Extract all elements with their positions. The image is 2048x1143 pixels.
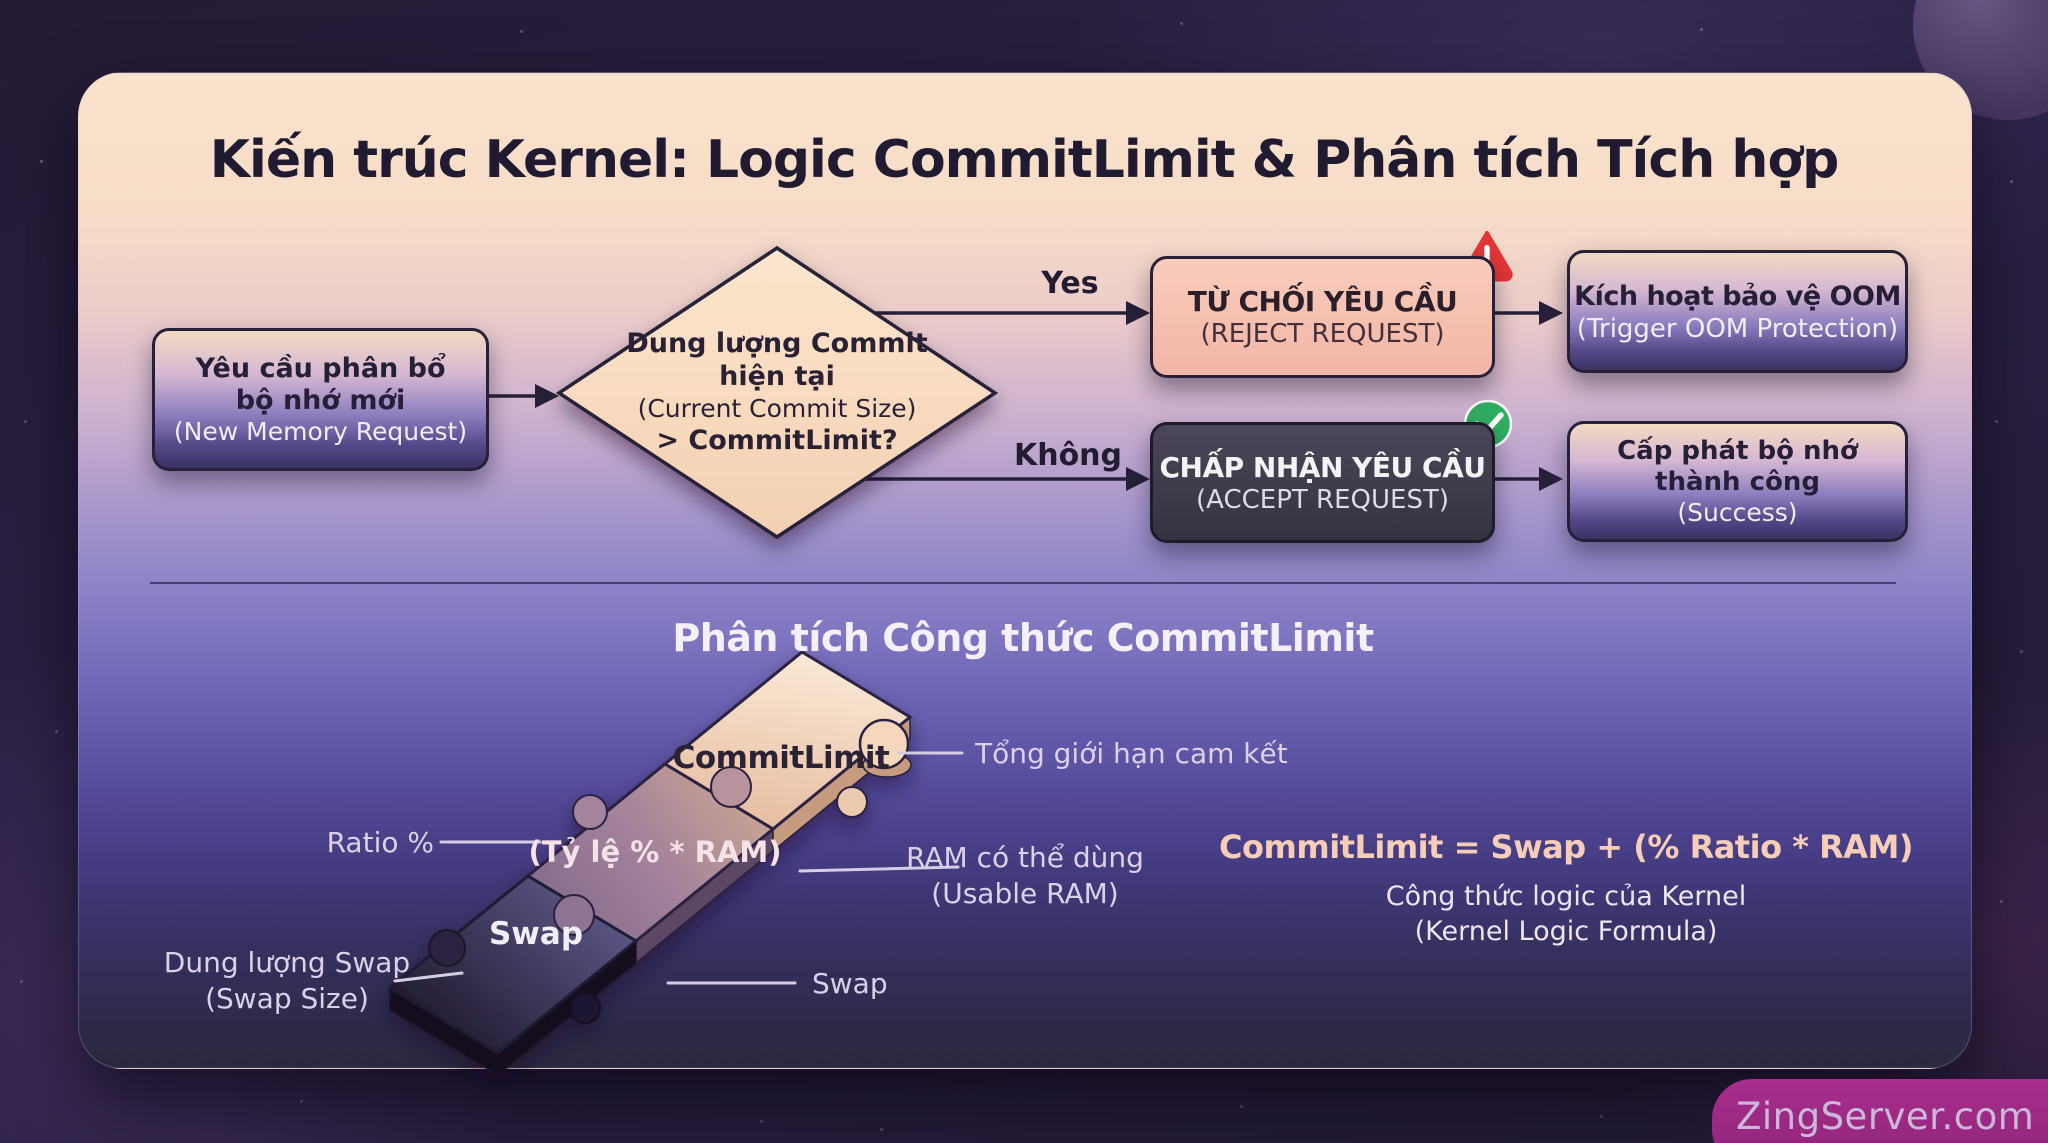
callout-ratio: Ratio % (326, 826, 434, 859)
decision-diamond (555, 245, 999, 540)
success-sub: (Success) (1677, 497, 1798, 527)
start-box-line1: Yêu cầu phân bổ (195, 352, 446, 384)
start-box-line2: bộ nhớ mới (235, 384, 406, 416)
callout-lines (393, 751, 964, 985)
accept-title: CHẤP NHẬN YÊU CẦU (1159, 450, 1486, 484)
success-box: Cấp phát bộ nhớ thành công (Success) (1567, 421, 1908, 542)
callout-ram-line2: (Usable RAM) (931, 877, 1119, 910)
formula-caption-line1: Công thức logic của Kernel (1385, 881, 1747, 912)
puzzle-knob-mauve-into-swap (553, 894, 595, 936)
formula-caption-line2: (Kernel Logic Formula) (1414, 916, 1718, 947)
main-card (78, 72, 1972, 1069)
reject-title: TỪ CHỐI YÊU CẦU (1187, 285, 1458, 318)
start-box: Yêu cầu phân bổ bộ nhớ mới (New Memory R… (152, 328, 489, 471)
watermark-text: ZingServer.com (1736, 1095, 2035, 1138)
oom-sub: (Trigger OOM Protection) (1576, 313, 1899, 344)
accept-box: CHẤP NHẬN YÊU CẦU (ACCEPT REQUEST) (1150, 422, 1495, 543)
puzzle-illustration (387, 650, 913, 1076)
watermark-badge: ZingServer.com (1712, 1079, 2048, 1143)
start-box-sub: (New Memory Request) (173, 416, 468, 446)
oom-box: Kích hoạt bảo vệ OOM (Trigger OOM Protec… (1567, 250, 1908, 373)
puzzle-label-swap: Swap (488, 916, 584, 952)
success-line1: Cấp phát bộ nhớ (1617, 435, 1858, 466)
reject-sub: (REJECT REQUEST) (1200, 319, 1445, 349)
callout-swap-size-line1: Dung lượng Swap (163, 946, 411, 979)
flow-connectors (483, 301, 1563, 491)
accept-sub: (ACCEPT REQUEST) (1196, 484, 1449, 515)
formula-equation: CommitLimit = Swap + (% Ratio * RAM) (1219, 828, 1913, 866)
page-title: Kiến trúc Kernel: Logic CommitLimit & Ph… (209, 130, 1840, 190)
callout-total: Tổng giới hạn cam kết (975, 737, 1288, 770)
callout-ram-line1: RAM có thể dùng (906, 841, 1144, 874)
success-line2: thành công (1655, 466, 1820, 497)
callout-swap-size-line2: (Swap Size) (205, 982, 369, 1015)
section-title: Phân tích Công thức CommitLimit (672, 616, 1374, 660)
puzzle-label-ratio-ram: (Tỷ lệ % * RAM) (528, 835, 782, 869)
decision-text: Dung lượng Commit hiện tại (Current Comm… (626, 328, 928, 456)
yes-branch-label: Yes (1041, 266, 1099, 301)
no-branch-label: Không (1013, 438, 1123, 473)
puzzle-label-commitlimit: CommitLimit (672, 740, 890, 776)
oom-title: Kích hoạt bảo vệ OOM (1574, 280, 1901, 312)
callout-swap: Swap (812, 967, 888, 1000)
reject-box: TỪ CHỐI YÊU CẦU (REJECT REQUEST) (1150, 256, 1495, 378)
